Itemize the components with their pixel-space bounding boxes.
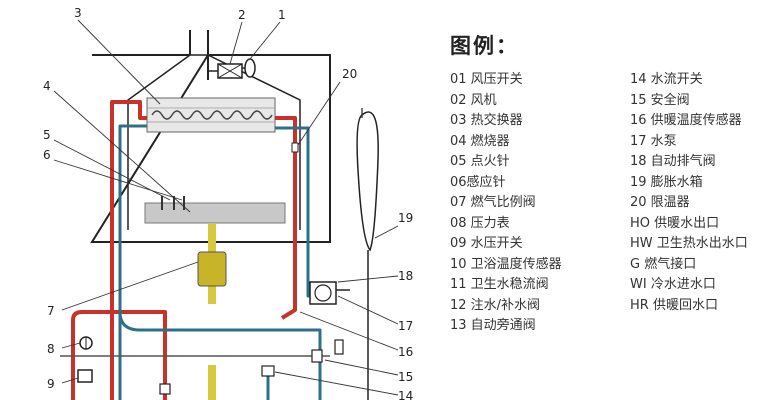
- legend-item: 07 燃气比例阀: [450, 195, 536, 210]
- legend-item: 15 安全阀: [630, 92, 690, 108]
- legend-column-right: 14 水流开关 15 安全阀 16 供暖温度传感器 17 水泵 18 自动排气阀…: [630, 70, 780, 316]
- pressure-gauge: [79, 336, 93, 350]
- pump: [309, 281, 350, 305]
- leader-lines: [53, 19, 399, 396]
- legend-item: 05 点火针: [450, 154, 510, 169]
- expansion-vessel: [356, 111, 379, 252]
- flow-switch: [261, 365, 275, 377]
- callout-2: 2: [238, 8, 246, 22]
- temperature-limiter: [291, 142, 299, 153]
- legend-item: 19 膨胀水箱: [630, 174, 703, 190]
- callout-16: 16: [398, 345, 413, 359]
- callout-9: 9: [47, 377, 55, 391]
- fan: [208, 63, 243, 79]
- callout-6: 6: [43, 148, 51, 162]
- legend-item: 01 风压开关: [450, 72, 523, 87]
- pressure-switch: [242, 58, 256, 78]
- callout-labels: 1 2 3 4 5 6 7 8 9 14 15 16 17 18 19 20: [43, 6, 413, 400]
- callout-7: 7: [47, 304, 55, 318]
- legend-item: 03 热交换器: [450, 113, 523, 128]
- legend-item: 13 自动旁通阀: [450, 318, 536, 333]
- legend-item: WI 冷水进水口: [630, 277, 716, 292]
- legend-item: 11 卫生水稳流阀: [450, 277, 549, 292]
- gas-valve: [197, 251, 227, 287]
- legend-item: 20 限温器: [630, 195, 690, 210]
- legend: 图例： 01 风压开关 02 风机 03 热交换器 04 燃烧器 05 点火针 …: [450, 30, 780, 400]
- legend-item: 09 水压开关: [450, 236, 523, 251]
- combustion-chamber: [127, 54, 301, 230]
- legend-item: 16 供暖温度传感器: [630, 113, 742, 128]
- legend-item: HR 供暖回水口: [630, 297, 718, 313]
- callout-4: 4: [43, 79, 51, 93]
- legend-item: 06感应针: [450, 174, 506, 190]
- legend-item: 08 压力表: [450, 215, 510, 231]
- legend-item: 02 风机: [450, 92, 497, 108]
- legend-item: HO 供暖水出口: [630, 215, 720, 231]
- gas-line: [208, 224, 216, 400]
- callout-20: 20: [342, 67, 357, 81]
- callout-17: 17: [398, 319, 413, 333]
- legend-item: HW 卫生热水出水口: [630, 236, 748, 251]
- legend-item: 18 自动排气阀: [630, 154, 716, 169]
- legend-item: 10 卫浴温度传感器: [450, 256, 562, 272]
- callout-1: 1: [278, 8, 286, 22]
- callout-18: 18: [398, 269, 413, 283]
- callout-3: 3: [74, 6, 82, 20]
- legend-item: 17 水泵: [630, 133, 677, 149]
- legend-item: 14 水流开关: [630, 72, 703, 87]
- heat-exchanger: [146, 97, 276, 133]
- legend-item: G 燃气接口: [630, 256, 697, 272]
- callout-8: 8: [47, 342, 55, 356]
- legend-column-left: 01 风压开关 02 风机 03 热交换器 04 燃烧器 05 点火针 06感应…: [450, 70, 625, 337]
- callout-5: 5: [43, 128, 51, 142]
- water-pressure-switch: [77, 369, 93, 383]
- auto-air-vent: [334, 339, 344, 355]
- burner: [144, 196, 286, 224]
- heating-flow-pipe: [71, 100, 297, 400]
- legend-title: 图例：: [450, 34, 519, 58]
- safety-valve: [311, 349, 323, 363]
- callout-14: 14: [398, 389, 413, 400]
- legend-item: 04 燃烧器: [450, 133, 510, 149]
- legend-item: 12 注水/补水阀: [450, 297, 541, 313]
- callout-15: 15: [398, 370, 413, 384]
- domestic-temp-sensor: [159, 383, 171, 395]
- callout-19: 19: [398, 211, 413, 225]
